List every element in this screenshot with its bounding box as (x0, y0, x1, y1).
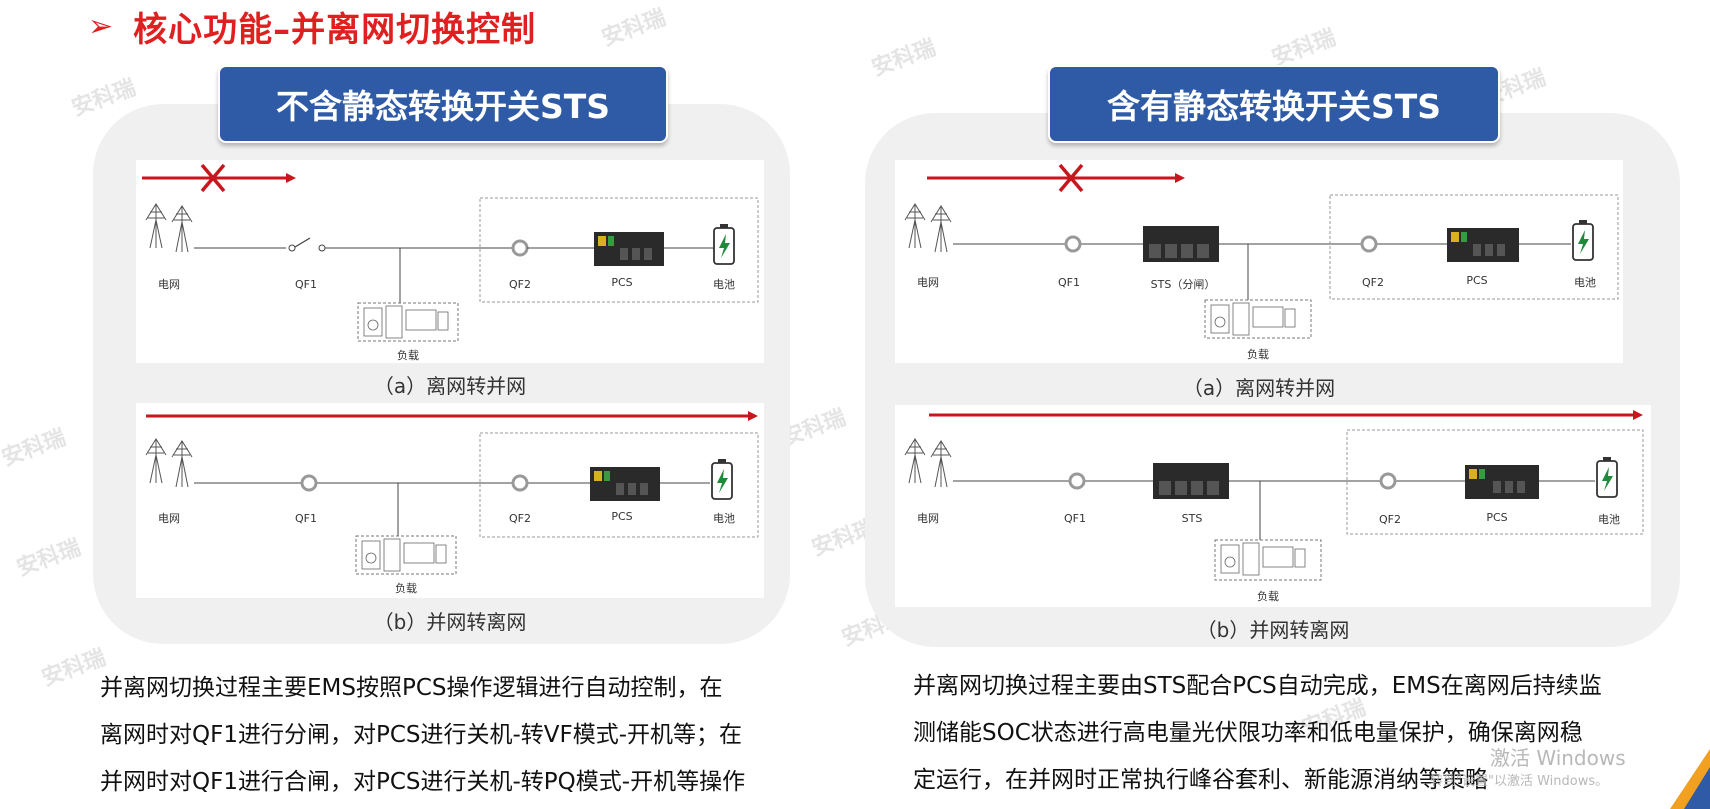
label-battery: 电池 (713, 278, 735, 291)
left-description: 并离网切换过程主要EMS按照PCS操作逻辑进行自动控制，在 离网时对QF1进行分… (100, 665, 810, 806)
label-qf1: QF1 (295, 512, 317, 525)
label-qf1: QF1 (1064, 512, 1086, 525)
left-diagram-a-svg (142, 163, 759, 342)
watermark: 安科瑞 (868, 35, 940, 82)
label-load: 负载 (1247, 348, 1269, 361)
windows-activation-title: 激活 Windows (1490, 746, 1626, 770)
left-diagram-a: 电网 QF1 QF2 PCS 电池 负载 (136, 160, 764, 363)
label-battery: 电池 (713, 512, 735, 525)
label-load: 负载 (1257, 590, 1279, 603)
label-qf2: QF2 (1379, 513, 1401, 526)
label-grid: 电网 (158, 278, 180, 291)
right-diagram-a: 电网 QF1 STS（分闸） QF2 PCS 电池 负载 (895, 160, 1623, 363)
windows-activation-subtitle: 转到"设置"以激活 Windows。 (1430, 774, 1609, 789)
left-diagram-b-caption: （b）并网转离网 (373, 610, 527, 634)
watermark: 安科瑞 (13, 535, 85, 582)
slide-title-row: ➢ 核心功能–并离网切换控制 (88, 6, 536, 50)
label-pcs: PCS (611, 510, 633, 523)
label-sts: STS（分闸） (1150, 278, 1216, 291)
label-battery: 电池 (1574, 276, 1596, 289)
corner-decoration-icon (1670, 749, 1710, 809)
left-diagram-a-caption: （a）离网转并网 (373, 374, 527, 398)
bullet-arrow-icon: ➢ (88, 8, 114, 44)
watermark: 安科瑞 (598, 5, 670, 52)
left-description-line: 并离网切换过程主要EMS按照PCS操作逻辑进行自动控制，在 (100, 675, 723, 701)
right-diagram-b: 电网 QF1 STS QF2 PCS 电池 负载 (895, 405, 1651, 607)
label-pcs: PCS (1486, 511, 1508, 524)
label-pcs: PCS (1466, 274, 1488, 287)
label-grid: 电网 (917, 512, 939, 525)
label-grid: 电网 (158, 512, 180, 525)
right-panel-header: 含有静态转换开关STS (1048, 65, 1500, 143)
label-grid: 电网 (917, 276, 939, 289)
right-description-line: 定运行，在并网时正常执行峰谷套利、新能源消纳等策略 (913, 767, 1488, 793)
label-qf2: QF2 (509, 278, 531, 291)
label-load: 负载 (395, 582, 417, 595)
label-qf2: QF2 (509, 512, 531, 525)
label-pcs: PCS (611, 276, 633, 289)
slide-title: 核心功能–并离网切换控制 (133, 9, 537, 50)
right-diagram-a-caption: （a）离网转并网 (1182, 376, 1336, 400)
right-description-line: 并离网切换过程主要由STS配合PCS自动完成，EMS在离网后持续监 (913, 673, 1602, 699)
label-sts: STS (1181, 512, 1203, 525)
right-diagram-b-svg (904, 410, 1644, 581)
right-description: 并离网切换过程主要由STS配合PCS自动完成，EMS在离网后持续监 测储能SOC… (913, 663, 1703, 804)
label-qf1: QF1 (1058, 276, 1080, 289)
watermark: 安科瑞 (38, 645, 110, 692)
left-panel-header: 不含静态转换开关STS (218, 65, 668, 143)
label-qf2: QF2 (1362, 276, 1384, 289)
left-diagram-b: 电网 QF1 QF2 PCS 电池 负载 (136, 403, 764, 598)
left-description-line: 并网时对QF1进行合闸，对PCS进行关机-转PQ模式-开机等操作 (100, 769, 746, 795)
label-load: 负载 (397, 349, 419, 362)
label-qf1: QF1 (295, 278, 317, 291)
right-diagram-a-svg (904, 163, 1619, 339)
right-description-line: 测储能SOC状态进行高电量光伏限功率和低电量保护，确保离网稳 (913, 720, 1583, 746)
left-diagram-b-svg (145, 411, 759, 575)
right-diagram-b-caption: （b）并网转离网 (1196, 618, 1350, 642)
watermark: 安科瑞 (0, 425, 70, 472)
label-battery: 电池 (1598, 513, 1620, 526)
left-description-line: 离网时对QF1进行分闸，对PCS进行关机-转VF模式-开机等；在 (100, 722, 743, 748)
